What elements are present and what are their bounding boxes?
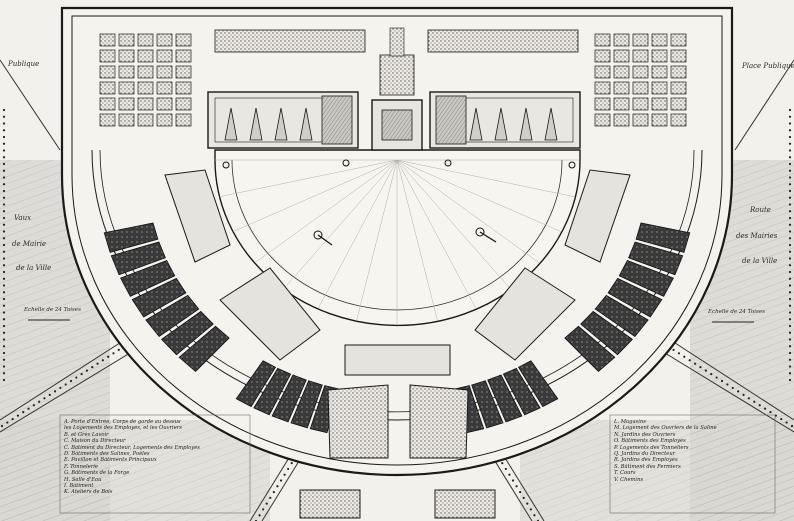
label-place-publique-right: Place Publique (742, 62, 794, 70)
legend-entry: P. Logements des Tonneliers (614, 444, 689, 451)
top-left-garden (99, 33, 192, 127)
label-left-side-3: de la Ville (16, 264, 52, 272)
label-scale-left: Echelle de 24 Toises (24, 307, 81, 313)
legend-entry: I. Bâtiment (64, 483, 94, 490)
wing-buildings (164, 169, 631, 376)
label-right-side-2: des Mairies (736, 232, 778, 240)
legend-left: A. Porte d'Entrée, Corps de garde au des… (64, 419, 248, 496)
courtyard (214, 149, 581, 327)
legend-entry: Q. Jardins du Directeur (614, 451, 676, 458)
bottom-plots (299, 384, 496, 519)
directors-house (371, 27, 423, 151)
legend-entry: D. Bâtiments des Salines, Poêles (64, 451, 150, 458)
courtyard-markers (222, 159, 576, 246)
legend-entry: T. Cours (614, 470, 636, 477)
label-right-side-1: Route (750, 206, 771, 214)
legend-entry: C. Bâtiment du Directeur, Logements des … (64, 444, 200, 451)
label-right-side-3: de la Ville (742, 257, 778, 265)
legend-entry: V. Chemins (614, 476, 644, 483)
legend-entry: B. et Grés Lavoir (64, 431, 109, 438)
legend-entry: K. Ateliers de Bois (64, 489, 113, 496)
legend-entry: C. Maison du Directeur (64, 438, 126, 445)
legend-entry: H. Salle d'Eau (64, 476, 102, 483)
legend-entry: les Logements des Employés, et les Ouvri… (64, 425, 182, 432)
legend-entry: A. Porte d'Entrée, Corps de garde au des… (64, 419, 181, 425)
scale-bars (28, 319, 754, 323)
legend-entry: L. Magasins (614, 419, 646, 425)
legend-left-frame (59, 414, 251, 514)
bottom-left-fields (0, 420, 270, 521)
legend-entry: R. Jardins des Employés (614, 457, 678, 464)
legend-entry: O. Bâtiments des Employés (614, 438, 686, 445)
legend-entry: E. Pavillon et Bâtiments Principaux (64, 457, 157, 464)
label-scale-right: Echelle de 24 Toises (708, 309, 765, 315)
label-place-publique-left: Publique (8, 60, 40, 68)
label-left-side-1: Vaux (14, 214, 32, 222)
legend-entry: G. Bâtiments de la Forge (64, 470, 130, 477)
legend-right-frame (609, 414, 776, 514)
boiling-pavilions (224, 107, 558, 141)
legend-entry: M. Logement des Ouvriers de la Saline (614, 425, 717, 432)
legend-entry: S. Bâtiment des Fermiers (614, 463, 681, 470)
legend-entry: F. Tonnelerie (64, 463, 98, 470)
top-right-garden (594, 33, 687, 127)
legend-entry: N. Jardins des Ouvriers (614, 431, 676, 438)
bottom-right-fields (520, 420, 794, 521)
label-left-side-2: de Mairie (12, 240, 47, 248)
